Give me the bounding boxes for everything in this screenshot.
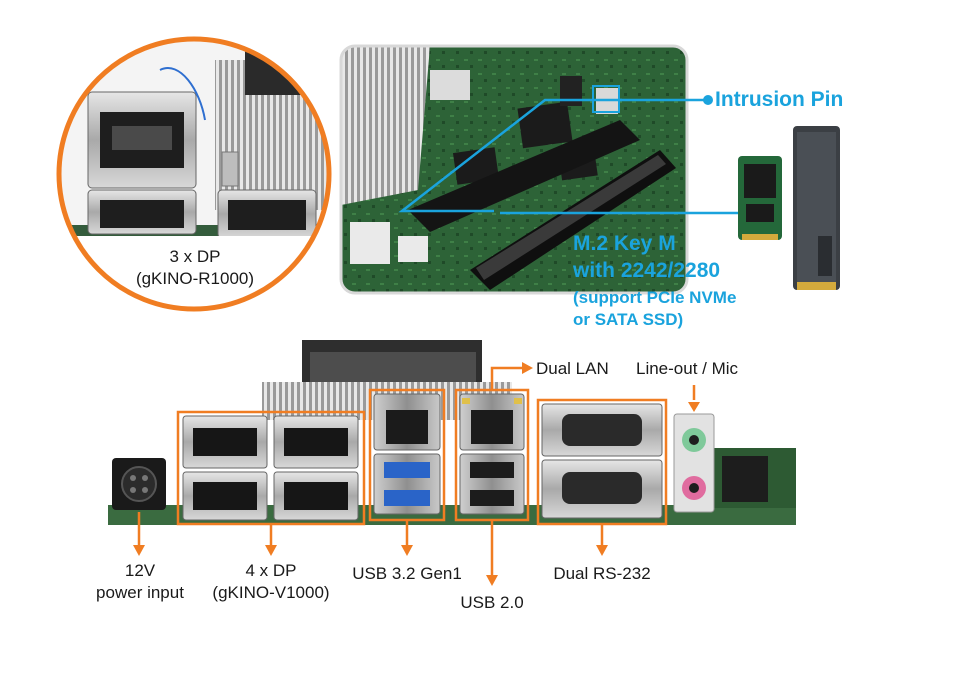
dp-label-line2: (gKINO-V1000)	[212, 583, 330, 602]
m2-2280-ssd-image	[793, 126, 840, 290]
m2-2242-ssd-image	[738, 156, 782, 240]
usb20-ports-image	[459, 453, 525, 515]
power-input-label-line2: power input	[96, 583, 184, 602]
lan-ports-image	[373, 393, 525, 451]
motherboard-photo	[339, 44, 689, 295]
power-input-label-line1: 12V	[124, 561, 156, 580]
usb32-label: USB 3.2 Gen1	[352, 564, 462, 583]
m2-callout	[398, 98, 740, 215]
dp-port-image	[217, 189, 317, 239]
m2-slot-image	[408, 120, 640, 232]
callout-arrows	[137, 366, 696, 575]
dp-label-line1: 4 x DP	[245, 561, 297, 580]
m2-label-line2: with 2242/2280	[573, 259, 721, 282]
dp-port-image	[87, 189, 197, 235]
inset-label-line1: 3 x DP	[169, 247, 221, 266]
rear-io-board	[108, 340, 796, 586]
m2-label-line3: (support PCIe NVMe	[573, 288, 737, 307]
zoom-circle-border	[56, 36, 332, 312]
line-out-mic-label: Line-out / Mic	[636, 359, 739, 378]
m2-label-line4: or SATA SSD)	[573, 310, 684, 329]
usb20-label: USB 2.0	[460, 593, 524, 612]
power-jack-image	[112, 458, 166, 510]
usb32-ports-image	[373, 453, 441, 515]
dp-port-image	[87, 91, 197, 189]
inset-label-line2: (gKINO-R1000)	[135, 269, 255, 288]
rs232-label: Dual RS-232	[553, 564, 651, 583]
m2-label-line1: M.2 Key M	[573, 232, 676, 255]
dp-ports-image	[182, 415, 359, 521]
intrusion-pin-label: Intrusion Pin	[715, 88, 844, 111]
rs232-ports-image	[541, 403, 663, 519]
audio-jacks-image	[673, 413, 715, 513]
dual-lan-label: Dual LAN	[536, 359, 609, 378]
